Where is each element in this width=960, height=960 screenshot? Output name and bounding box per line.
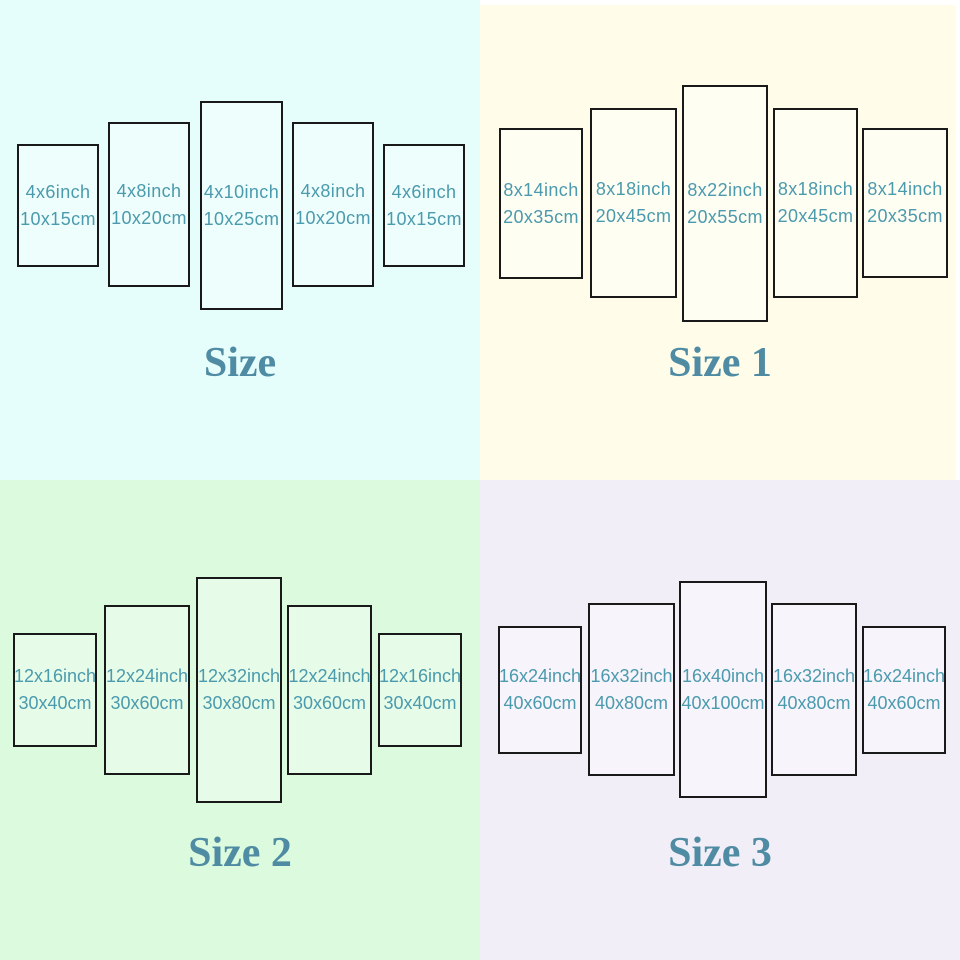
panel-cm-label: 20x35cm bbox=[503, 206, 579, 227]
quadrant-title: Size 2 bbox=[188, 830, 292, 876]
panel-inch-label: 16x32inch bbox=[772, 665, 856, 686]
canvas-panel: 12x24inch 30x60cm bbox=[287, 605, 372, 775]
panel-inch-label: 12x24inch bbox=[288, 666, 371, 686]
panel-cm-label: 40x60cm bbox=[503, 693, 577, 713]
quadrant-size-3: 16x24inch 40x60cm 16x32inch 40x80cm 16x4… bbox=[480, 480, 960, 960]
canvas-panel: 8x22inch 20x55cm bbox=[682, 85, 768, 322]
canvas-panel: 4x6inch 10x15cm bbox=[17, 144, 99, 267]
canvas-panel: 8x18inch 20x45cm bbox=[773, 108, 858, 298]
panel-cm-label: 20x35cm bbox=[867, 206, 943, 226]
quadrant-size-2: 12x16inch 30x40cm 12x24inch 30x60cm 12x3… bbox=[0, 480, 480, 960]
panel-inch-label: 4x8inch bbox=[300, 180, 366, 201]
canvas-panel: 4x6inch 10x15cm bbox=[383, 144, 465, 267]
panel-inch-label: 16x32inch bbox=[590, 665, 673, 686]
panel-inch-label: 8x18inch bbox=[777, 179, 854, 199]
canvas-panel: 12x16inch 30x40cm bbox=[13, 633, 97, 747]
canvas-panel: 16x40inch 40x100cm bbox=[679, 581, 767, 798]
panel-cm-label: 20x55cm bbox=[687, 206, 763, 227]
canvas-panel: 12x24inch 30x60cm bbox=[104, 605, 190, 775]
canvas-panel: 16x24inch 40x60cm bbox=[498, 626, 582, 754]
panel-inch-label: 4x6inch bbox=[391, 181, 457, 202]
panel-inch-label: 16x24inch bbox=[862, 666, 946, 686]
canvas-panel: 4x8inch 10x20cm bbox=[108, 122, 190, 287]
panel-inch-label: 16x24inch bbox=[498, 666, 582, 686]
panel-cm-label: 10x15cm bbox=[386, 208, 462, 229]
panel-cm-label: 10x20cm bbox=[295, 207, 371, 228]
panel-inch-label: 4x6inch bbox=[25, 181, 91, 202]
quadrant-size: 4x6inch 10x15cm 4x8inch 10x20cm 4x10inch… bbox=[0, 0, 480, 480]
canvas-panel: 16x24inch 40x60cm bbox=[862, 626, 946, 754]
panel-inch-label: 4x8inch bbox=[116, 180, 182, 201]
panel-cm-label: 40x80cm bbox=[594, 692, 669, 713]
canvas-panel: 16x32inch 40x80cm bbox=[588, 603, 675, 776]
panel-inch-label: 8x14inch bbox=[867, 179, 943, 199]
panel-cm-label: 40x100cm bbox=[681, 692, 765, 713]
canvas-panel: 8x14inch 20x35cm bbox=[862, 128, 948, 278]
canvas-panel: 4x10inch 10x25cm bbox=[200, 101, 283, 310]
panel-inch-label: 12x16inch bbox=[13, 666, 97, 686]
canvas-panel: 8x18inch 20x45cm bbox=[590, 108, 677, 298]
quadrant-title: Size 1 bbox=[668, 340, 772, 386]
quadrant-title: Size bbox=[203, 340, 277, 386]
panel-cm-label: 40x80cm bbox=[777, 692, 851, 713]
panel-inch-label: 12x24inch bbox=[105, 666, 189, 686]
canvas-panel: 16x32inch 40x80cm bbox=[771, 603, 857, 776]
panel-cm-label: 30x40cm bbox=[383, 693, 457, 713]
panel-inch-label: 8x14inch bbox=[503, 179, 579, 200]
panel-inch-label: 12x32inch bbox=[197, 666, 281, 686]
panel-cm-label: 10x25cm bbox=[203, 208, 280, 229]
panel-cm-label: 30x60cm bbox=[292, 693, 367, 713]
panel-inch-label: 8x18inch bbox=[595, 179, 672, 199]
panel-cm-label: 10x15cm bbox=[20, 208, 96, 229]
panel-inch-label: 12x16inch bbox=[378, 666, 462, 686]
canvas-panel: 12x16inch 30x40cm bbox=[378, 633, 462, 747]
panel-cm-label: 30x60cm bbox=[110, 693, 184, 713]
panel-inch-label: 8x22inch bbox=[687, 179, 763, 200]
panel-cm-label: 20x45cm bbox=[777, 206, 854, 226]
panel-inch-label: 4x10inch bbox=[203, 181, 280, 202]
panel-cm-label: 40x60cm bbox=[867, 693, 941, 713]
panel-cm-label: 30x40cm bbox=[18, 693, 92, 713]
panel-cm-label: 20x45cm bbox=[595, 206, 672, 226]
canvas-panel: 8x14inch 20x35cm bbox=[499, 128, 583, 279]
panel-cm-label: 30x80cm bbox=[202, 693, 276, 713]
panel-cm-label: 10x20cm bbox=[111, 207, 187, 228]
panel-inch-label: 16x40inch bbox=[681, 665, 765, 686]
quadrant-title: Size 3 bbox=[668, 830, 772, 876]
canvas-panel: 12x32inch 30x80cm bbox=[196, 577, 282, 803]
canvas-panel: 4x8inch 10x20cm bbox=[292, 122, 374, 287]
quadrant-size-1: 8x14inch 20x35cm 8x18inch 20x45cm 8x22in… bbox=[480, 0, 960, 480]
